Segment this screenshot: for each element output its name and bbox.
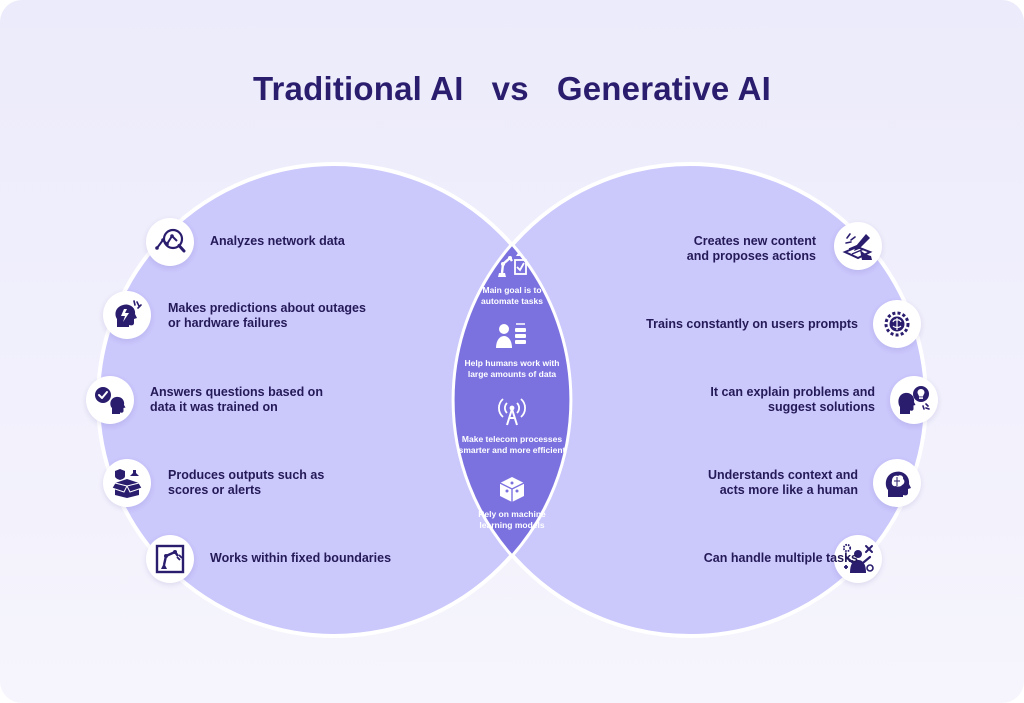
ml-cube-icon bbox=[499, 477, 525, 502]
person-data-icon bbox=[496, 323, 526, 348]
speech-check-head-icon bbox=[86, 376, 134, 424]
generative-item-2: Trains constantly on users prompts bbox=[646, 317, 858, 331]
head-lightning-icon bbox=[103, 291, 151, 339]
page-title: Traditional AI vs Generative AI bbox=[252, 70, 772, 107]
overlap-outline bbox=[451, 241, 573, 559]
trend-magnifier-icon bbox=[146, 218, 194, 266]
robot-arm-checklist-icon bbox=[498, 253, 527, 277]
signal-tower-icon bbox=[498, 398, 526, 426]
traditional-item-5: Works within fixed boundaries bbox=[210, 551, 392, 565]
head-lightbulb-icon bbox=[890, 376, 938, 424]
brain-gear-icon bbox=[873, 300, 921, 348]
hand-writing-icon bbox=[834, 222, 882, 270]
multitask-person-icon bbox=[834, 535, 882, 583]
generative-item-5: Can handle multiple tasks bbox=[703, 551, 858, 565]
traditional-item-1: Analyzes network data bbox=[210, 234, 345, 248]
head-brain-icon bbox=[873, 459, 921, 507]
box-alert-icon bbox=[103, 459, 151, 507]
robot-arm-frame-icon bbox=[146, 535, 194, 583]
